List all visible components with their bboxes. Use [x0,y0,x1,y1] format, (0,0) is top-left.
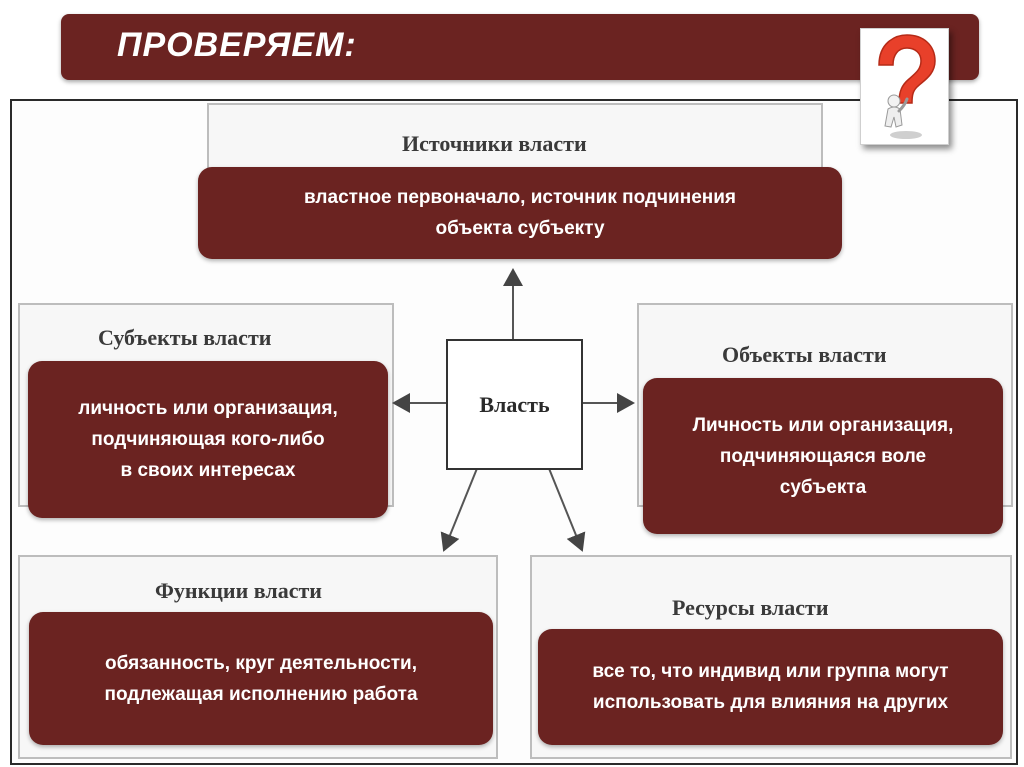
connector-down-right [547,465,586,552]
sources-definition-text: властное первоначало, источник подчинени… [304,187,736,239]
center-node: Власть [446,339,583,470]
functions-label: Функции власти [155,578,322,603]
objects-definition: Личность или организация, подчиняющаяся … [643,378,1003,534]
sources-box [207,103,823,179]
page-title: ПРОВЕРЯЕМ: [117,26,357,64]
resources-label: Ресурсы власти [672,595,829,620]
sources-label: Источники власти [402,131,587,156]
resources-definition: все то, что индивид или группа могут исп… [538,629,1003,745]
functions-definition-text: обязанность, круг деятельности, подлежащ… [104,652,418,705]
question-mark-figure-icon [878,34,936,139]
subjects-label: Субъекты власти [98,325,272,350]
resources-definition-text: все то, что индивид или группа могут исп… [592,661,949,713]
center-label: Власть [479,391,550,417]
objects-definition-text: Личность или организация, подчиняющаяся … [692,414,954,498]
sources-definition: властное первоначало, источник подчинени… [198,167,842,259]
subjects-definition-text: личность или организация, подчиняющая ко… [78,398,338,481]
title-bar: ПРОВЕРЯЕМ: [61,14,979,80]
question-card [860,28,949,145]
connector-down-left [440,465,479,552]
subjects-definition: личность или организация, подчиняющая ко… [28,361,388,518]
objects-label: Объекты власти [722,342,887,367]
functions-definition: обязанность, круг деятельности, подлежащ… [29,612,493,745]
